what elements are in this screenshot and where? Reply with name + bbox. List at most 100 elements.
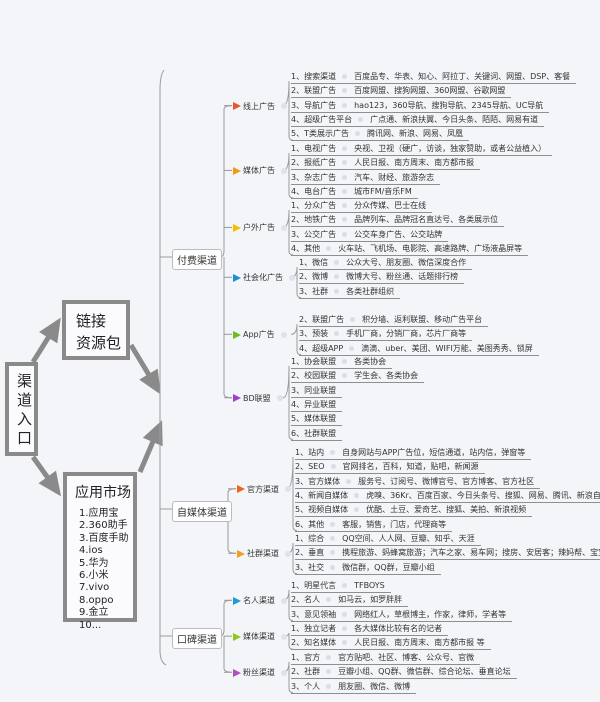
collapse-icon[interactable] (354, 131, 360, 137)
item-row[interactable]: 2、名人如马云，如罗胖胖 (291, 594, 409, 608)
collapse-icon[interactable] (334, 331, 340, 337)
item-row[interactable]: 1、独立记者各大媒体比较有名的记者 (291, 623, 449, 636)
collapse-icon[interactable] (281, 224, 287, 231)
collapse-icon[interactable] (330, 521, 336, 527)
group-node[interactable]: 粉丝渠道 (233, 667, 287, 678)
item-row[interactable]: 6、其他客服，销售，门店，代理商等 (295, 519, 453, 532)
collapse-icon[interactable] (334, 274, 340, 280)
group-node[interactable]: 媒体广告 (233, 165, 287, 176)
collapse-icon[interactable] (330, 564, 336, 570)
item-row[interactable]: 1、微信公众大号、朋友圈、微信深度合作 (299, 257, 473, 270)
collapse-icon[interactable] (326, 655, 332, 660)
item-row[interactable]: 1、分众广告分众传媒、巴士在线 (291, 200, 433, 213)
collapse-icon[interactable] (342, 174, 348, 180)
collapse-icon[interactable] (342, 160, 348, 166)
collapse-icon[interactable] (330, 464, 336, 470)
item-row[interactable]: 3、社交微信群，QQ群，豆瓣小组 (295, 562, 441, 575)
collapse-icon[interactable] (330, 450, 336, 455)
item-row[interactable]: 6、社群联盟 (291, 428, 343, 441)
collapse-icon[interactable] (326, 683, 332, 689)
item-row[interactable]: 1、电视广告央视、卫视（硬广，访谈，独家赞助，或者公益植入） (291, 143, 553, 156)
collapse-icon[interactable] (281, 597, 287, 604)
collapse-icon[interactable] (289, 274, 295, 281)
collapse-icon[interactable] (342, 626, 348, 631)
collapse-icon[interactable] (281, 103, 287, 110)
item-row[interactable]: 5、媒体联盟 (291, 413, 343, 427)
collapse-icon[interactable] (354, 492, 360, 498)
collapse-icon[interactable] (281, 633, 287, 640)
group-node[interactable]: 媒体渠道 (233, 631, 287, 642)
item-row[interactable]: 5、T类展示广告腾讯网、新浪、网易、凤凰 (291, 128, 469, 142)
collapse-icon[interactable] (330, 536, 336, 541)
category-1[interactable]: 自媒体渠道 (172, 501, 232, 522)
item-row[interactable]: 4、电台广告城市FM/音乐FM (291, 186, 418, 199)
collapse-icon[interactable] (342, 88, 348, 94)
item-row[interactable]: 2、校园联盟学生会、各类协会 (291, 370, 425, 384)
collapse-icon[interactable] (330, 550, 336, 556)
item-row[interactable]: 2、微博微博大号、粉丝通、话题排行榜 (299, 271, 465, 285)
collapse-icon[interactable] (342, 359, 348, 364)
collapse-icon[interactable] (342, 203, 348, 208)
collapse-icon[interactable] (285, 486, 291, 493)
collapse-icon[interactable] (280, 331, 287, 338)
group-node[interactable]: 社会化广告 (233, 272, 295, 283)
item-row[interactable]: 3、同业联盟 (291, 385, 343, 398)
collapse-icon[interactable] (281, 167, 287, 174)
collapse-icon[interactable] (354, 507, 360, 513)
item-row[interactable]: 2、报纸广告人民日报、南方周末、南方都市报 (291, 157, 481, 171)
collapse-icon[interactable] (346, 478, 352, 484)
category-0[interactable]: 付费渠道 (172, 249, 222, 270)
collapse-icon[interactable] (350, 317, 356, 322)
item-row[interactable]: 1、站内自身网站与APP广告位，短信通道，站内信，弹窗等 (295, 447, 532, 460)
group-node[interactable]: App广告 (233, 329, 287, 340)
collapse-icon[interactable] (342, 217, 348, 223)
item-row[interactable]: 3、个人朋友圈、微信、微博 (291, 681, 417, 694)
collapse-icon[interactable] (334, 288, 340, 294)
item-row[interactable]: 3、社群各类社群组织 (299, 286, 401, 299)
collapse-icon[interactable] (326, 245, 332, 251)
collapse-icon[interactable] (326, 669, 332, 675)
collapse-icon[interactable] (342, 146, 348, 151)
item-row[interactable]: 2、知名媒体人民日报、南方周末、南方都市报 等 (291, 637, 491, 651)
collapse-icon[interactable] (281, 669, 287, 676)
collapse-icon[interactable] (326, 597, 332, 603)
item-row[interactable]: 2、地铁广告品牌列车、品牌冠名直达号、各类展示位 (291, 214, 505, 228)
collapse-icon[interactable] (342, 640, 348, 646)
item-row[interactable]: 4、异业联盟 (291, 399, 343, 412)
item-row[interactable]: 4、超级广告平台广点通、新浪扶翼、今日头条、陌陌、网易有道 (291, 114, 545, 127)
collapse-icon[interactable] (342, 373, 348, 379)
item-row[interactable]: 1、官方官方贴吧、社区、博客、公众号、官微 (291, 652, 481, 665)
collapse-icon[interactable] (334, 260, 340, 265)
item-row[interactable]: 4、新闻自媒体虎嗅、36Kr、百度百家、今日头条号、搜狐、网易、腾讯、新浪自媒体 (295, 490, 600, 503)
item-row[interactable]: 2、联盟广告积分墙、返利联盟、移动广告平台 (299, 314, 489, 327)
group-node[interactable]: 线上广告 (233, 101, 287, 112)
collapse-icon[interactable] (342, 583, 348, 588)
item-row[interactable]: 3、预装手机厂商，分销厂商，芯片厂商等 (299, 328, 473, 342)
item-row[interactable]: 1、搜索渠道百度品专、华表、知心、阿拉丁、关键词、网盟、DSP、客餐 (291, 71, 577, 84)
collapse-icon[interactable] (342, 231, 348, 237)
item-row[interactable]: 5、视频自媒体优酷、土豆、爱奇艺、搜狐、美拍、新浪视频 (295, 504, 533, 518)
collapse-icon[interactable] (349, 345, 355, 351)
item-row[interactable]: 2、社群豆瓣小组、QQ群、微信群、综合论坛、垂直论坛 (291, 666, 517, 680)
item-row[interactable]: 3、杂志广告汽车、财经、旅游杂志 (291, 172, 441, 185)
collapse-icon[interactable] (342, 611, 348, 617)
item-row[interactable]: 2、垂直携程旅游、蚂蜂窝旅游；汽车之家、易车网；搜房、安居客；辣妈帮、宝宝树 (295, 547, 600, 561)
item-row[interactable]: 3、意见领袖网络红人，草根博主，作家，律师，学者等 (291, 609, 513, 622)
collapse-icon[interactable] (276, 395, 283, 402)
collapse-icon[interactable] (342, 102, 348, 108)
group-node[interactable]: 名人渠道 (233, 595, 287, 606)
item-row[interactable]: 3、官方媒体服务号、订阅号、微博官号、官方博客、官方社区 (295, 476, 541, 489)
group-node[interactable]: 社群渠道 (237, 548, 291, 559)
group-node[interactable]: 户外广告 (233, 222, 287, 233)
group-node[interactable]: 官方渠道 (237, 484, 291, 495)
collapse-icon[interactable] (358, 116, 364, 122)
collapse-icon[interactable] (285, 550, 291, 557)
item-row[interactable]: 2、联盟广告百度网盟、搜狗网盟、360网盟、谷歌网盟 (291, 85, 512, 99)
item-row[interactable]: 3、公交广告公交车身广告、公交站牌 (291, 229, 449, 242)
item-row[interactable]: 4、其他火车站、飞机场、电影院、高速路牌、广场液晶屏等 (291, 243, 529, 256)
